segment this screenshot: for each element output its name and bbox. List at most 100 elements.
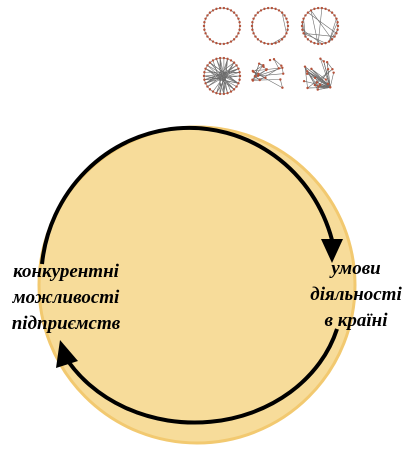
network-node xyxy=(306,87,308,89)
network-node xyxy=(304,65,306,67)
network-node xyxy=(332,71,334,73)
network-node xyxy=(314,84,316,86)
network-node xyxy=(206,14,208,16)
network-node xyxy=(302,17,304,19)
network-node xyxy=(251,29,253,31)
network-node xyxy=(324,8,326,10)
network-node xyxy=(260,9,262,11)
network-node xyxy=(235,14,237,16)
network-node xyxy=(304,35,306,37)
network-node xyxy=(269,59,271,61)
network-node xyxy=(254,14,256,16)
network-edge xyxy=(318,8,322,44)
right-label-line-1: умови xyxy=(292,256,407,282)
network-edge xyxy=(330,73,333,88)
network-node xyxy=(226,92,228,94)
network-node xyxy=(317,7,319,9)
network-node xyxy=(238,29,240,31)
network-node xyxy=(235,85,237,87)
network-node xyxy=(337,25,339,27)
network-node xyxy=(254,75,256,77)
network-node xyxy=(287,25,289,27)
network-node xyxy=(251,25,253,27)
network-node xyxy=(230,9,232,11)
network-node xyxy=(233,11,235,13)
network-node xyxy=(336,21,338,23)
network-node xyxy=(203,25,205,27)
sparse-network-icon xyxy=(251,7,289,45)
network-node xyxy=(251,21,253,23)
network-node xyxy=(257,11,259,13)
network-node xyxy=(254,35,256,37)
network-node xyxy=(212,90,214,92)
network-node xyxy=(281,87,283,89)
network-node xyxy=(233,61,235,63)
network-node xyxy=(235,64,237,66)
network-node xyxy=(204,17,206,19)
network-node xyxy=(209,61,211,63)
network-node xyxy=(226,58,228,60)
network-node xyxy=(203,21,205,23)
network-node xyxy=(230,90,232,92)
network-node xyxy=(325,78,327,80)
network-node xyxy=(237,82,239,84)
country-conditions-label: умови діяльності в країні xyxy=(292,256,407,334)
left-label-line-1: конкурентні xyxy=(0,259,132,285)
network-node xyxy=(283,35,285,37)
network-node xyxy=(274,8,276,10)
network-node xyxy=(215,42,217,44)
network-node xyxy=(251,78,253,80)
network-edge xyxy=(329,19,336,42)
network-node xyxy=(206,35,208,37)
network-node xyxy=(230,40,232,42)
network-node xyxy=(203,75,205,77)
network-node xyxy=(310,9,312,11)
dense-network-icon xyxy=(203,57,241,95)
network-node xyxy=(313,42,315,44)
network-edge xyxy=(305,67,308,88)
network-node xyxy=(285,17,287,19)
network-node xyxy=(209,88,211,90)
network-node xyxy=(331,68,333,70)
left-label-line-3: підприємств xyxy=(0,311,132,337)
network-node xyxy=(263,42,265,44)
network-node xyxy=(257,75,259,77)
network-node xyxy=(209,38,211,40)
network-thumbnails xyxy=(203,7,339,95)
network-node xyxy=(223,93,225,95)
network-node xyxy=(319,57,321,59)
network-node xyxy=(264,77,266,79)
network-node xyxy=(282,73,284,75)
network-node xyxy=(327,68,329,70)
network-node xyxy=(206,64,208,66)
network-node xyxy=(329,86,331,88)
network-node xyxy=(239,75,241,77)
network-node xyxy=(321,43,323,45)
network-node xyxy=(267,7,269,9)
network-node xyxy=(206,85,208,87)
network-node xyxy=(336,29,338,31)
network-node xyxy=(237,67,239,69)
random-network-icon xyxy=(301,7,339,45)
network-node xyxy=(223,43,225,45)
network-node xyxy=(281,67,283,69)
network-node xyxy=(327,83,329,85)
network-node xyxy=(301,21,303,23)
network-edge xyxy=(274,59,281,65)
network-node xyxy=(263,8,265,10)
network-node xyxy=(212,59,214,61)
network-node xyxy=(252,32,254,34)
network-node xyxy=(328,9,330,11)
network-node xyxy=(307,11,309,13)
network-node xyxy=(226,8,228,10)
right-label-line-3: в країні xyxy=(292,308,407,334)
right-label-line-2: діяльності xyxy=(292,282,407,308)
network-node xyxy=(317,43,319,45)
network-node xyxy=(278,67,280,69)
network-node xyxy=(333,14,335,16)
network-node xyxy=(267,43,269,45)
network-node xyxy=(286,29,288,31)
network-node xyxy=(219,57,221,59)
network-node xyxy=(258,62,260,64)
network-node xyxy=(203,29,205,31)
